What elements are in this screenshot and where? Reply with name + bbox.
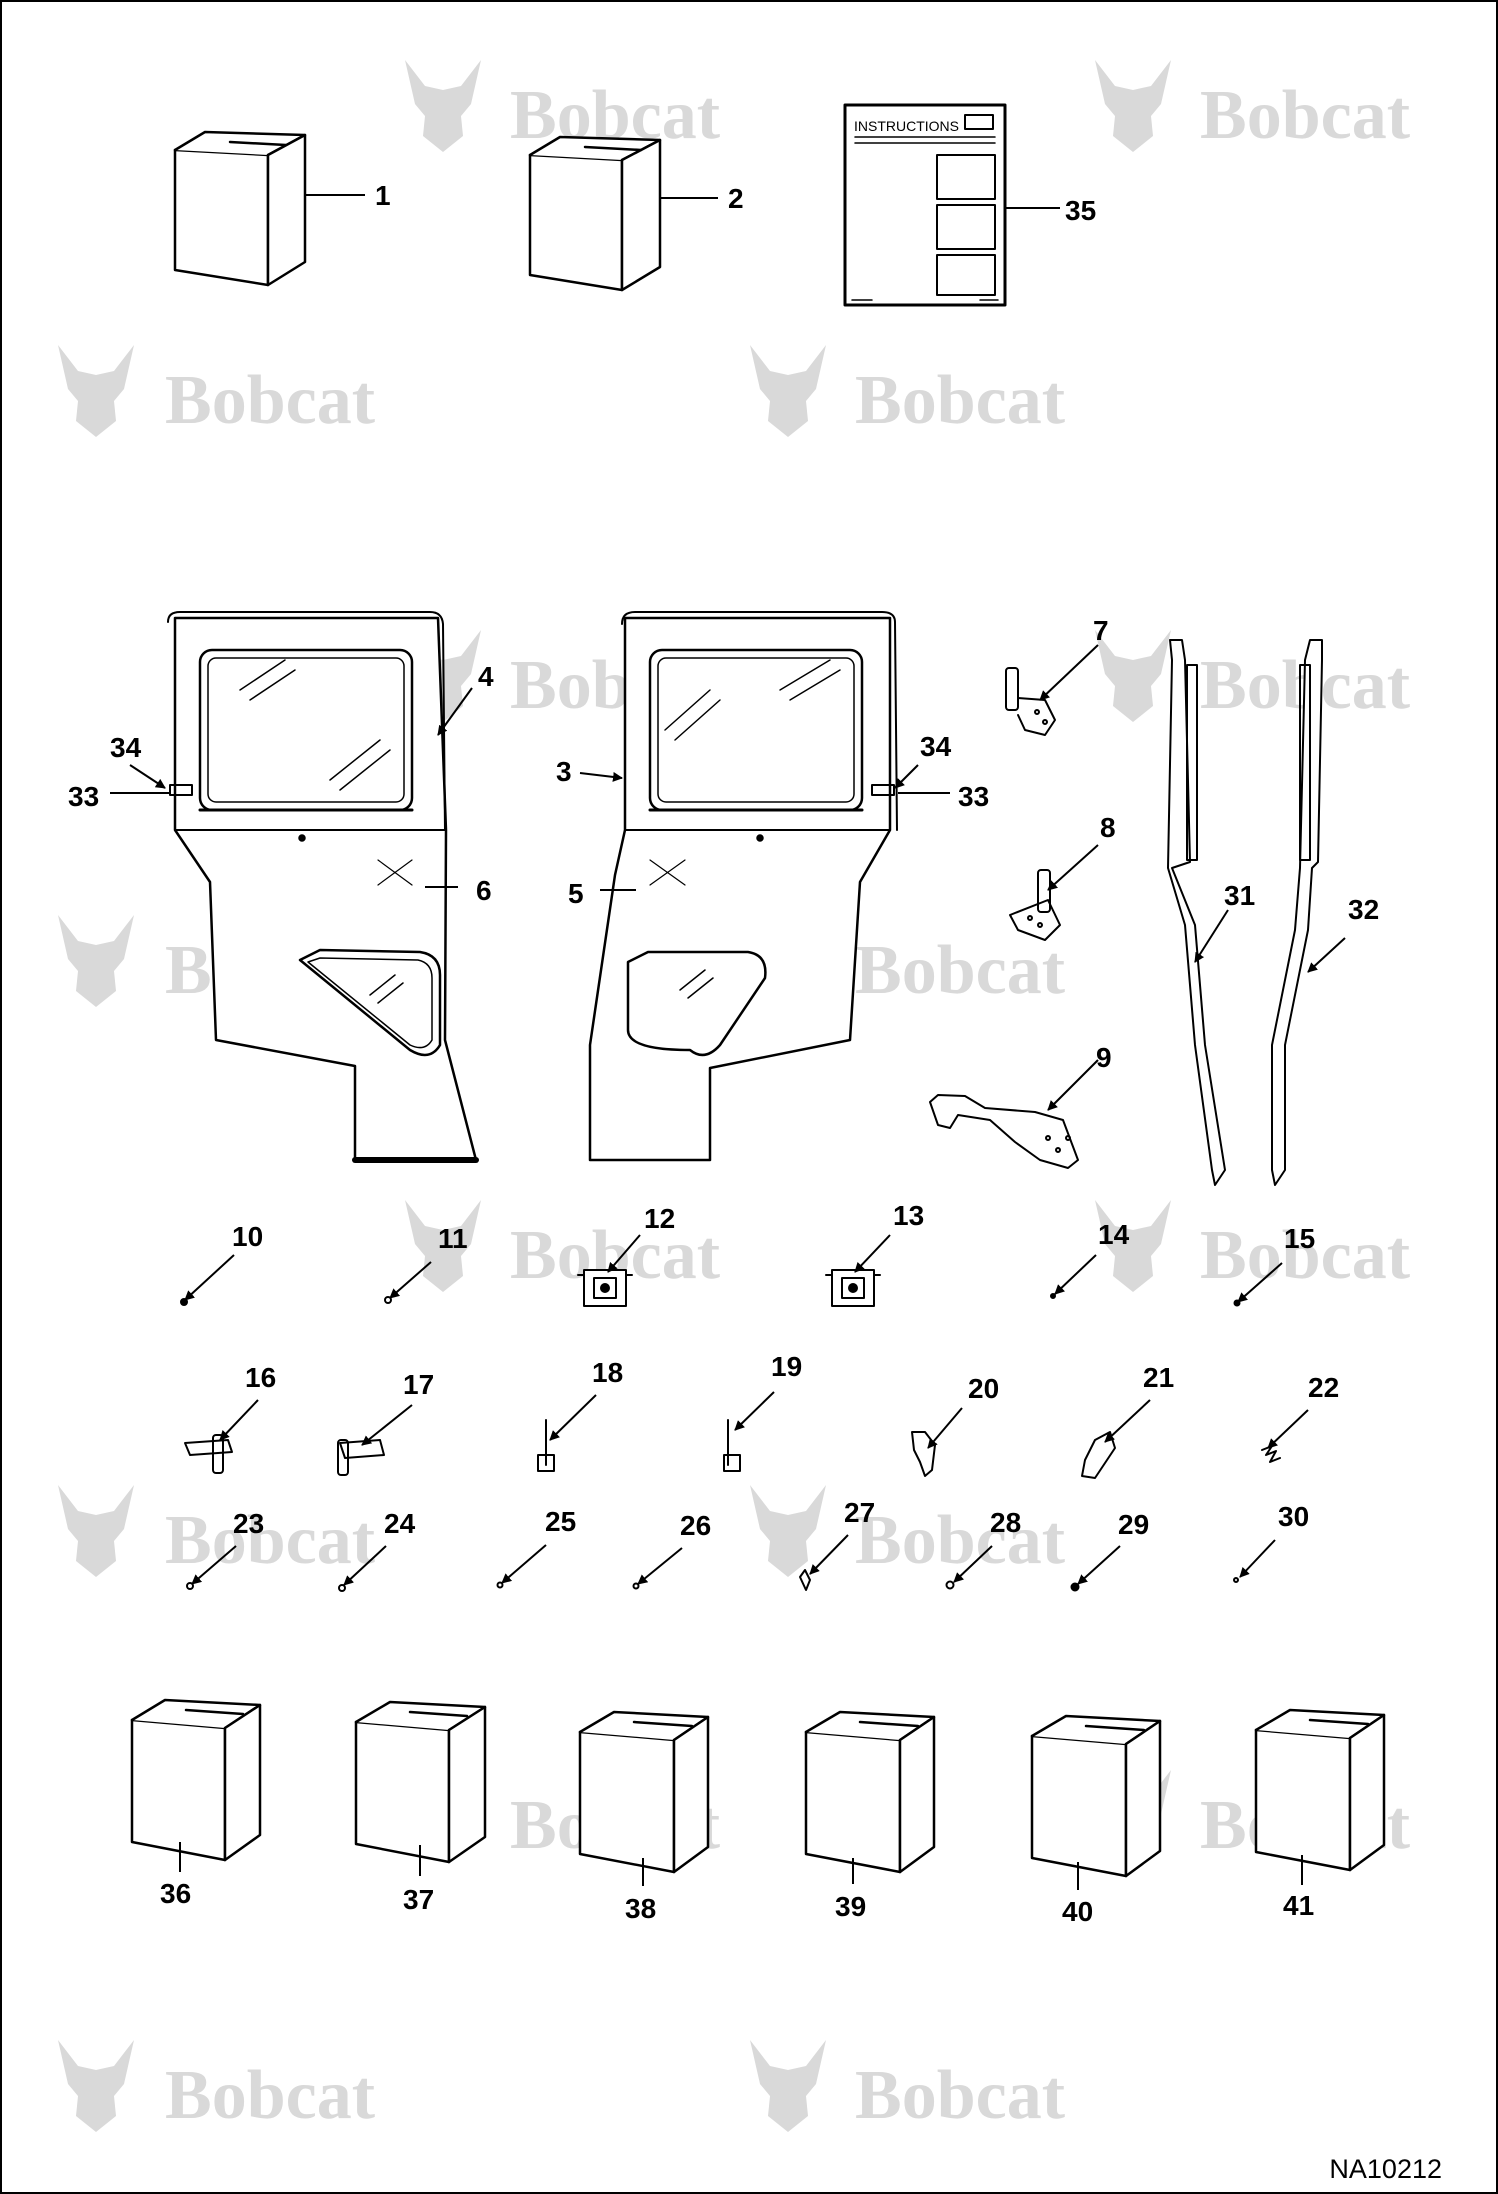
part-box-38 [578,1710,710,1874]
callout-30: 30 [1278,1501,1309,1532]
callout-35: 35 [1065,195,1096,226]
part-hinge-7 [1005,667,1056,736]
bobcat-logo-icon [58,345,134,437]
bobcat-logo-icon [58,915,134,1007]
callout-5: 5 [568,878,584,909]
callout-39: 39 [835,1891,866,1922]
part-box-36 [130,1698,262,1862]
part-spring-22 [1261,1445,1281,1463]
callout-25: 25 [545,1506,576,1537]
part-rod-19 [723,1419,741,1472]
callout-1: 1 [375,180,391,211]
instructions-title: INSTRUCTIONS [854,118,959,134]
callout-8: 8 [1100,812,1116,843]
part-hardware [180,1293,1241,1592]
callout-16: 16 [245,1362,276,1393]
bobcat-logo-icon [750,1485,826,1577]
watermark-text: Bobcat [1200,1217,1410,1294]
callout-13: 13 [893,1200,924,1231]
part-box-41 [1254,1708,1386,1872]
callout-34-left: 34 [110,732,142,763]
callout-33-left: 33 [68,781,99,812]
callout-22: 22 [1308,1372,1339,1403]
callout-17: 17 [403,1369,434,1400]
callout-19: 19 [771,1351,802,1382]
part-latch-13 [825,1269,881,1307]
callout-6: 6 [476,875,492,906]
callout-15: 15 [1284,1223,1315,1254]
part-instructions-35 [843,103,1007,307]
callout-4: 4 [478,661,494,692]
part-rod-18 [537,1419,555,1472]
callout-34-right: 34 [920,731,952,762]
part-hinge-16 [184,1434,233,1474]
callout-24: 24 [384,1508,416,1539]
part-box-1 [173,130,307,287]
part-box-40 [1030,1714,1162,1878]
part-hinge-17 [337,1439,385,1476]
callout-26: 26 [680,1510,711,1541]
bobcat-logo-icon [1095,60,1171,152]
callout-38: 38 [625,1893,656,1924]
part-box-39 [804,1710,936,1874]
callout-37: 37 [403,1884,434,1915]
watermark-text: Bobcat [855,2057,1065,2134]
leader-lines [110,194,1346,1890]
callout-41: 41 [1283,1890,1314,1921]
part-box-37 [354,1700,487,1864]
part-door-right [588,611,898,1162]
bobcat-logo-icon [405,60,481,152]
watermark-text: Bobcat [855,362,1065,439]
callout-27: 27 [844,1497,875,1528]
watermark-text: Bobcat [165,1502,375,1579]
watermark-text: Bobcat [1200,77,1410,154]
part-door-left [167,611,479,1163]
callout-12: 12 [644,1203,675,1234]
part-latch-12 [577,1269,633,1307]
callout-28: 28 [990,1507,1021,1538]
callout-14: 14 [1098,1219,1130,1250]
bobcat-logo-icon [750,2040,826,2132]
part-bracket-20 [911,1431,936,1477]
callout-11: 11 [438,1223,468,1254]
watermark-text: Bobcat [855,932,1065,1009]
callout-10: 10 [232,1221,263,1252]
figure-id: NA10212 [1329,2154,1442,2184]
callout-7: 7 [1093,615,1109,646]
bobcat-logo-icon [58,2040,134,2132]
part-bracket-21 [1081,1431,1116,1479]
callout-33-right: 33 [958,781,989,812]
callout-18: 18 [592,1357,623,1388]
callout-31: 31 [1224,880,1255,911]
bobcat-logo-icon [58,1485,134,1577]
callout-3: 3 [556,756,572,787]
bobcat-logo-icon [750,345,826,437]
callout-40: 40 [1062,1896,1093,1927]
callouts: 1 2 35 4 3 6 5 7 8 9 31 32 34 33 34 33 1… [68,180,1379,1927]
watermark-text: Bobcat [165,362,375,439]
callout-36: 36 [160,1878,191,1909]
part-box-2 [528,135,662,292]
part-strip-31 [1167,639,1226,1186]
callout-20: 20 [968,1373,999,1404]
callout-9: 9 [1096,1042,1112,1073]
callout-21: 21 [1143,1362,1174,1393]
callout-29: 29 [1118,1509,1149,1540]
watermark-text: Bobcat [855,1502,1065,1579]
callout-32: 32 [1348,894,1379,925]
part-bracket-9 [929,1094,1079,1169]
part-strip-32 [1271,639,1323,1186]
callout-2: 2 [728,183,744,214]
part-hinge-8 [1009,869,1061,941]
callout-23: 23 [233,1508,264,1539]
watermark-text: Bobcat [165,2057,375,2134]
